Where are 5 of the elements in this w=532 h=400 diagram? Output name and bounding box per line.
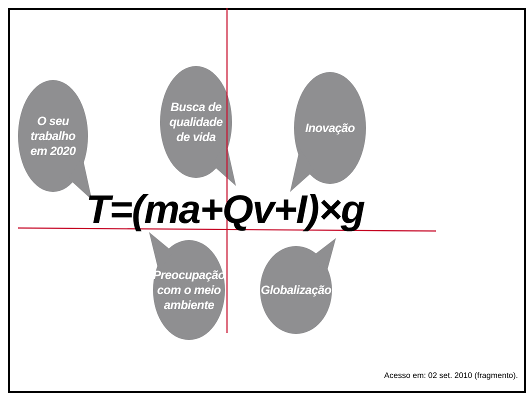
bubble-text: O seu trabalho em 2020 <box>29 114 77 158</box>
bubble-text: Busca de qualidade de vida <box>168 100 224 144</box>
bubble-text: Globalização <box>260 282 332 298</box>
source-note: Acesso em: 02 set. 2010 (fragmento). <box>384 370 518 382</box>
bubble-text: Inovação <box>305 120 355 136</box>
